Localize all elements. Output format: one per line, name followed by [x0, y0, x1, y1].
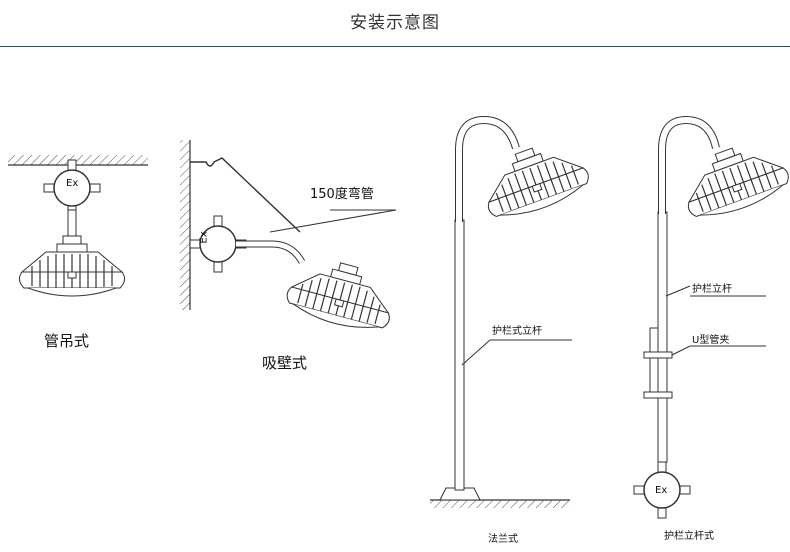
guardrail-pole — [657, 211, 668, 463]
wall-installation — [180, 140, 401, 338]
wall-hatch — [180, 140, 190, 310]
lamp-pendant — [18, 235, 126, 297]
pole-flange — [454, 219, 465, 491]
ground-hatch — [430, 500, 570, 508]
label-pendant: 管吊式 — [44, 332, 90, 350]
clamp-leader — [671, 345, 691, 356]
flange-pole-installation — [430, 115, 595, 508]
label-guardrail-pole-2: 护栏立杆 — [692, 284, 732, 295]
ex-mark: Ex — [66, 178, 79, 189]
ex-mark: Ex — [198, 231, 210, 244]
ex-mark: Ex — [655, 485, 668, 496]
lamp-wall — [282, 251, 401, 338]
guardrail-post — [649, 327, 659, 399]
guardrail-pole-installation — [633, 115, 790, 519]
label-flange: 法兰式 — [488, 534, 518, 545]
flange-base — [439, 487, 481, 501]
u-clamp-bottom — [643, 391, 673, 399]
flange-leader — [461, 339, 491, 366]
pendant-installation — [8, 155, 148, 297]
lamp-guardrail — [673, 132, 790, 227]
pole-leader — [665, 285, 691, 297]
label-bend-150: 150度弯管 — [310, 187, 374, 202]
u-clamp-top — [643, 351, 673, 359]
lamp-flange — [473, 132, 595, 227]
label-guardrail-pole-type: 护栏立杆式 — [664, 531, 714, 542]
label-wall-mount: 吸壁式 — [262, 354, 308, 372]
ceiling-hatch — [8, 155, 148, 165]
pipe-lower — [67, 209, 77, 237]
header-divider — [0, 46, 790, 47]
wall-bracket — [190, 157, 301, 233]
label-guardrail-pole-1: 护栏式立杆 — [492, 326, 542, 337]
label-u-clamp: U型管夹 — [692, 335, 730, 346]
page-title: 安装示意图 — [350, 13, 440, 33]
installation-diagram — [8, 115, 790, 519]
header: 安装示意图 — [0, 0, 790, 48]
bend-leader — [269, 209, 397, 233]
